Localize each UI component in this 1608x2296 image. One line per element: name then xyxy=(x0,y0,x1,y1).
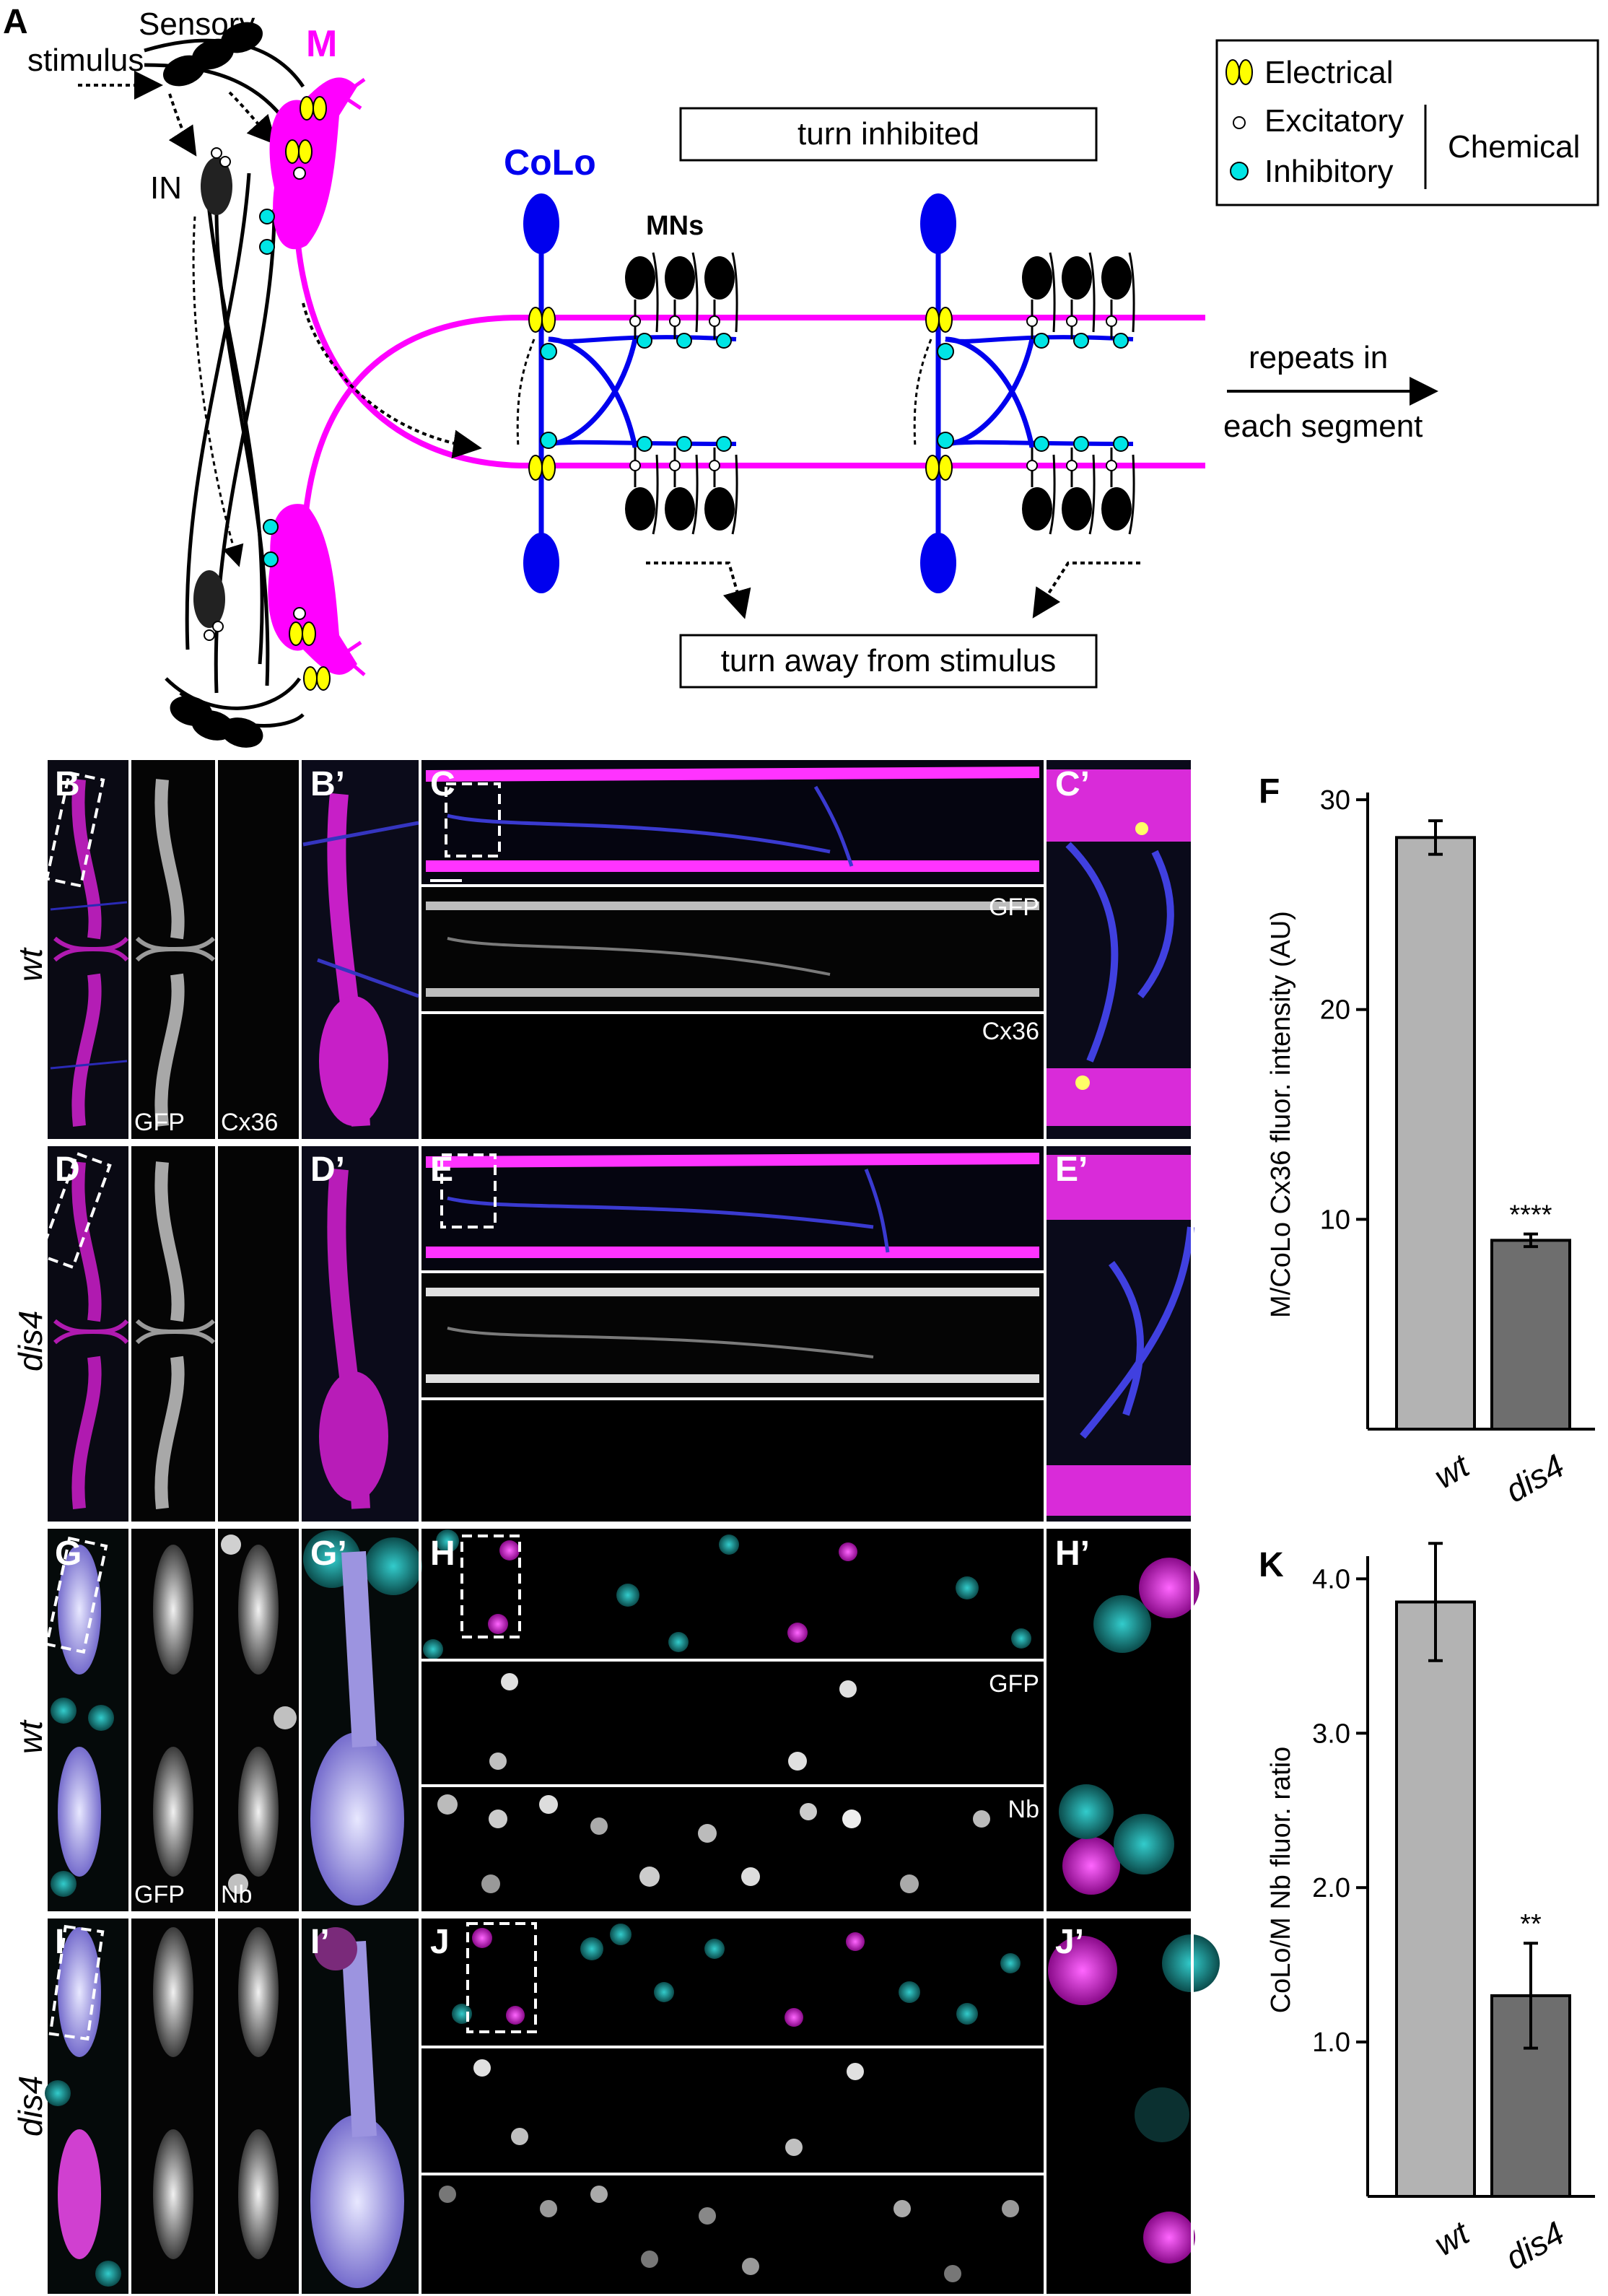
interneuron-bottom xyxy=(193,570,225,628)
micrograph-row-ij xyxy=(45,1919,1220,2294)
bar-dis4 xyxy=(1490,1239,1571,1431)
repeats-label-2: each segment xyxy=(1223,409,1423,444)
y-axis-label: M/CoLo Cx36 fluor. intensity (AU) xyxy=(1266,911,1296,1318)
legend-inhibitory: Inhibitory xyxy=(1264,154,1394,189)
schematic-panel-a: A Sensory stimulus IN xyxy=(3,3,1599,748)
y-tick-label: 20 xyxy=(1320,995,1350,1026)
m-cell-bottom xyxy=(268,504,366,676)
legend-electrical: Electrical xyxy=(1264,55,1394,90)
micrograph-row-bc xyxy=(45,760,1191,1139)
panel-label-b: B xyxy=(55,765,80,803)
y-tick-label: 1.0 xyxy=(1312,2027,1350,2058)
genotype-label-row-g: wt xyxy=(12,1719,49,1754)
panel-label-ep: E’ xyxy=(1055,1151,1088,1189)
channel-label-gfp-c: GFP xyxy=(989,894,1039,921)
in-label: IN xyxy=(150,170,182,206)
channel-label-gfp-g: GFP xyxy=(134,1881,185,1908)
panel-label-gp: G’ xyxy=(310,1535,347,1573)
interneuron-top xyxy=(201,157,232,215)
inhibitory-synapse-icon xyxy=(1230,162,1249,180)
colo-unit-1 xyxy=(516,193,737,593)
channel-label-gfp-b: GFP xyxy=(134,1109,185,1136)
y-tick-label: 2.0 xyxy=(1312,1873,1350,1903)
excitatory-synapse-icon xyxy=(1233,116,1246,129)
chart-k: 1.0 2.0 3.0 4.0 wt ** dis4 CoLo/M Nb fluor. rat… xyxy=(1266,1542,1595,2277)
y-axis-label: CoLo/M Nb fluor. ratio xyxy=(1266,1747,1296,2014)
genotype-label-row-i: dis4 xyxy=(12,2076,49,2136)
turn-away-box xyxy=(679,634,1098,689)
y-tick-label: 4.0 xyxy=(1312,1564,1350,1594)
y-tick-label: 30 xyxy=(1320,785,1350,816)
j-cells xyxy=(452,1924,1021,2027)
panel-label-ip: I’ xyxy=(310,1923,330,1961)
bar-wt xyxy=(1395,1600,1476,2198)
turn-away-label: turn away from stimulus xyxy=(721,643,1057,678)
colo-label: CoLo xyxy=(504,142,596,183)
channel-label-cx36-c: Cx36 xyxy=(982,1018,1039,1045)
micrograph-row-de xyxy=(38,1146,1194,1522)
channel-label-nb-g: Nb xyxy=(221,1881,252,1908)
panel-label-a: A xyxy=(3,3,28,41)
channel-label-cx36-b: Cx36 xyxy=(221,1109,278,1136)
y-tick-label: 3.0 xyxy=(1312,1719,1350,1749)
m-cell-top xyxy=(269,77,366,250)
m-label: M xyxy=(306,23,337,65)
panel-label-i: I xyxy=(55,1923,64,1961)
panel-label-bp: B’ xyxy=(310,765,345,803)
panel-label-d: D xyxy=(55,1151,80,1189)
significance-label: **** xyxy=(1509,1200,1552,1231)
panel-label-f: F xyxy=(1259,772,1280,811)
x-category-label: wt xyxy=(1428,1446,1477,1496)
genotype-label-row-d: dis4 xyxy=(12,1311,49,1371)
bar-wt xyxy=(1395,836,1476,1431)
m-axon-bottom xyxy=(300,315,1205,564)
chart-f: 10 20 30 wt **** dis4 M/CoLo Cx36 fluor. inten… xyxy=(1266,785,1595,1509)
panel-label-jp: J’ xyxy=(1055,1923,1084,1961)
genotype-label-row-b: wt xyxy=(12,947,49,982)
panel-label-j: J xyxy=(430,1923,450,1961)
legend-chemical: Chemical xyxy=(1448,129,1580,165)
sensory-label: Sensory xyxy=(139,6,255,42)
mns-label: MNs xyxy=(646,211,704,241)
colo-unit-2 xyxy=(913,193,1134,593)
panel-label-h: H xyxy=(430,1535,455,1573)
m-axon-top xyxy=(293,216,1205,468)
panel-label-c: C xyxy=(430,765,455,803)
micrograph-row-gh xyxy=(45,1529,1200,1911)
panel-label-dp: D’ xyxy=(310,1151,345,1189)
panel-label-e: E xyxy=(430,1151,453,1189)
channel-label-nb-h: Nb xyxy=(1008,1796,1039,1823)
electrical-synapse-icon xyxy=(1225,59,1240,85)
x-category-label: dis4 xyxy=(1499,1446,1570,1509)
panel-label-hp: H’ xyxy=(1055,1535,1090,1573)
h-cells xyxy=(423,1529,1031,1659)
x-category-label: dis4 xyxy=(1499,2214,1570,2277)
sensory-neurons-top xyxy=(162,22,263,87)
synapse-legend: Electrical Excitatory Inhibitory Chemica… xyxy=(1215,39,1599,206)
row-gaps xyxy=(43,1139,1194,1919)
panel-label-cp: C’ xyxy=(1055,765,1090,803)
repeats-label-1: repeats in xyxy=(1249,340,1388,375)
y-tick-label: 10 xyxy=(1320,1205,1350,1235)
motor-neurons xyxy=(625,252,1135,535)
x-category-label: wt xyxy=(1428,2213,1477,2263)
turn-inhibited-box xyxy=(679,107,1098,162)
nb-cells-g xyxy=(437,1794,990,1893)
significance-label: ** xyxy=(1520,1909,1542,1939)
turn-inhibited-label: turn inhibited xyxy=(798,116,979,152)
panel-label-g: G xyxy=(55,1535,82,1573)
panel-label-k: K xyxy=(1259,1546,1284,1584)
mn-synapses xyxy=(629,315,1129,471)
channel-label-gfp-h: GFP xyxy=(989,1670,1039,1698)
nb-cells-i xyxy=(439,2186,1019,2282)
sensory-neurons-bottom xyxy=(170,696,263,748)
legend-excitatory: Excitatory xyxy=(1264,103,1404,139)
m-electrical-synapses xyxy=(285,96,331,691)
stimulus-label: stimulus xyxy=(27,43,144,78)
